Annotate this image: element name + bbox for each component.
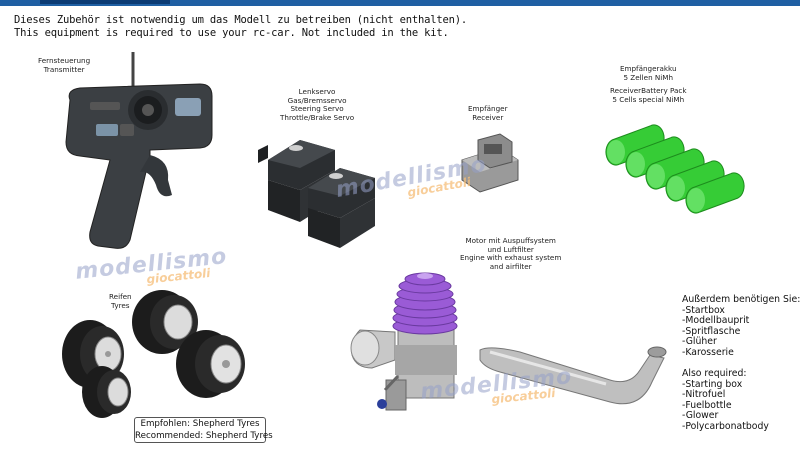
transmitter-label: Fernsteuerung Transmitter xyxy=(38,56,91,74)
list-item: -Polycarbonatbody xyxy=(682,420,769,432)
list-item: -Nitrofuel xyxy=(682,389,726,401)
list-item: -Starting box xyxy=(682,378,743,390)
list-item: -Modellbauprit xyxy=(682,315,750,327)
intro-english: This equipment is required to use your r… xyxy=(14,27,449,39)
battery-pack-image xyxy=(605,124,745,214)
also-required-german: Außerdem benötigen Sie: -Startbox -Model… xyxy=(682,294,800,359)
engine-image xyxy=(350,272,667,411)
list-item: -Fuelbottle xyxy=(682,399,732,411)
transmitter-image xyxy=(65,52,213,249)
tyres-image xyxy=(62,290,245,418)
tyres-label: Reifen Tyres xyxy=(109,292,132,310)
servo-image xyxy=(258,140,375,248)
list-item: -Glower xyxy=(682,410,719,422)
intro-text: Dieses Zubehör ist notwendig um das Mode… xyxy=(14,14,467,40)
receiver-image xyxy=(461,133,519,193)
list-item: -Spritflasche xyxy=(682,325,741,337)
also-required-title-de: Außerdem benötigen Sie: xyxy=(682,294,800,305)
also-required-english: Also required: -Starting box -Nitrofuel … xyxy=(682,368,769,433)
list-item: -Startbox xyxy=(682,304,725,316)
list-item: -Glüher xyxy=(682,336,717,348)
intro-german: Dieses Zubehör ist notwendig um das Mode… xyxy=(14,14,467,26)
list-item: -Karosserie xyxy=(682,346,734,358)
battery-label: Empfängerakku 5 Zellen NiMh ReceiverBatt… xyxy=(610,64,687,104)
header-tab xyxy=(40,0,170,4)
recommended-tyres-box: Empfohlen: Shepherd Tyres Recommended: S… xyxy=(134,417,273,443)
engine-label: Motor mit Auspuffsystem und Luftfilter E… xyxy=(460,236,562,271)
header-bar xyxy=(0,0,800,6)
servo-label: Lenkservo Gas/Bremsservo Steering Servo … xyxy=(280,87,355,122)
receiver-label: Empfänger Receiver xyxy=(468,104,508,122)
also-required-title-en: Also required: xyxy=(682,368,747,379)
